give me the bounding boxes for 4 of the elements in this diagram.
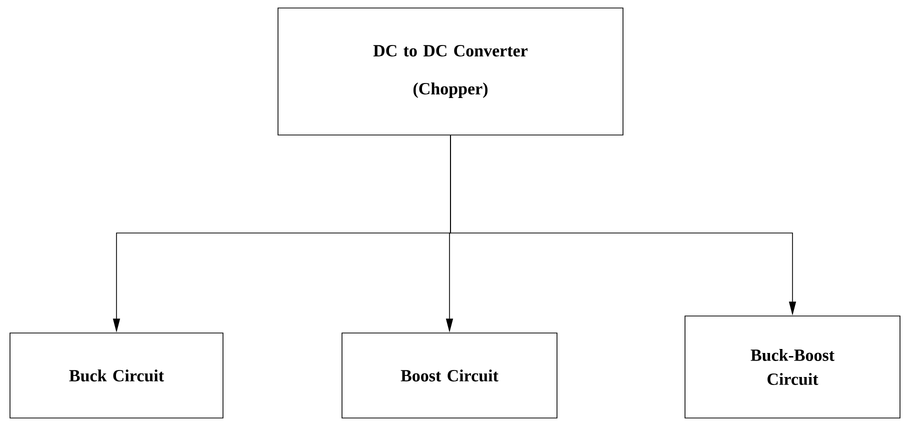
process-box: Boost Circuit (342, 332, 558, 418)
process-box: Buck Circuit (10, 332, 224, 418)
process-box: Buck-Boost Circuit (684, 316, 900, 418)
process-box: DC to DC Converter (Chopper) (278, 8, 624, 136)
